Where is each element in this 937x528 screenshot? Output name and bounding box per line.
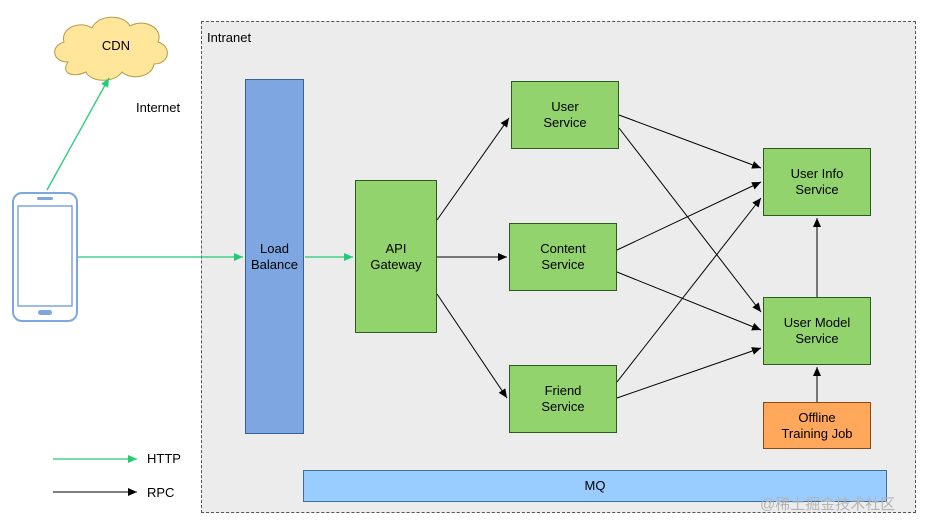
legend-rpc-label: RPC	[147, 485, 175, 500]
load-balancer: Load Balance	[245, 79, 304, 434]
internet-label: Internet	[136, 100, 181, 115]
cdn-label: CDN	[101, 38, 131, 53]
user-info-service: User Info Service	[763, 148, 871, 216]
message-queue: MQ	[303, 470, 887, 502]
legend-http-label: HTTP	[147, 451, 181, 466]
user-model-service: User Model Service	[763, 297, 871, 365]
user-service: User Service	[511, 81, 619, 149]
offline-training-job: Offline Training Job	[763, 402, 871, 449]
watermark: @稀土掘金技术社区	[760, 496, 896, 513]
edge-phone-cdn	[46, 77, 110, 191]
content-service: Content Service	[509, 223, 617, 291]
mobile-phone-icon	[12, 192, 78, 322]
intranet-label: Intranet	[207, 30, 252, 45]
api-gateway: API Gateway	[355, 180, 437, 333]
friend-service: Friend Service	[509, 365, 617, 433]
